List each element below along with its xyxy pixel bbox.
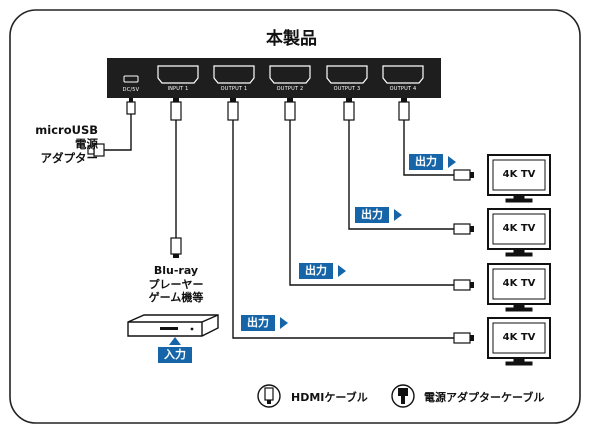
tv-3 xyxy=(487,263,551,312)
output4-plug-top xyxy=(398,101,410,121)
hdmi-port-output3 xyxy=(326,65,368,84)
tv-label-3: 4K TV xyxy=(502,278,536,289)
tv-label-4: 4K TV xyxy=(502,332,536,343)
tv-sets xyxy=(487,154,551,366)
tv-label-2: 4K TV xyxy=(502,223,536,234)
hdmi-port-output2 xyxy=(269,65,311,84)
source-device-label: Blu-ray プレーヤー ゲーム機等 xyxy=(126,264,226,305)
output1-cable xyxy=(232,120,462,339)
output2-plug-top xyxy=(284,101,296,121)
tv-1 xyxy=(487,154,551,203)
input-arrow-icon xyxy=(169,337,181,345)
plug-connectors-top xyxy=(126,101,410,121)
output-badge-4: 出力 xyxy=(409,154,443,170)
bluray-player xyxy=(127,314,219,337)
port-label-input1: INPUT 1 xyxy=(167,86,189,92)
input-plug-bottom xyxy=(170,237,182,258)
output-arrow-2-icon xyxy=(338,265,346,277)
output-badge-2: 出力 xyxy=(299,263,333,279)
output2-cable xyxy=(289,120,462,286)
output-arrow-3-icon xyxy=(394,209,402,221)
source-label-line1: Blu-ray xyxy=(153,264,199,277)
frame-border xyxy=(9,9,581,424)
output-badge-3: 出力 xyxy=(355,207,389,223)
tv-4 xyxy=(487,317,551,366)
splitter-device xyxy=(107,58,441,98)
hdmi-port-input1 xyxy=(157,65,199,84)
output3-cable xyxy=(348,120,462,230)
output4-cable xyxy=(403,120,462,176)
port-label-output2: OUTPUT 2 xyxy=(276,86,304,92)
output3-plug-top xyxy=(343,101,355,121)
port-label-output4: OUTPUT 4 xyxy=(389,86,417,92)
output-plugs-right xyxy=(453,169,471,344)
power-label-line3: アダプター xyxy=(40,151,99,165)
player-body xyxy=(127,314,219,337)
hdmi-port-output4 xyxy=(382,65,424,84)
dc-port xyxy=(123,75,139,83)
plug-tips-top xyxy=(129,98,407,102)
hdmi-port-output1 xyxy=(213,65,255,84)
source-label-line3: ゲーム機等 xyxy=(148,291,204,304)
power-label-line1: microUSB xyxy=(35,123,98,137)
output-plug-tips xyxy=(470,172,474,341)
cables xyxy=(104,112,462,339)
power-plug-top xyxy=(126,101,136,115)
output-badge-1: 出力 xyxy=(241,315,275,331)
legend-power-label: 電源アダプターケーブル xyxy=(424,391,545,404)
power-cable xyxy=(104,112,132,151)
input-plug-top xyxy=(170,101,182,121)
legend-hdmi-label: HDMIケーブル xyxy=(291,391,368,404)
hdmi-ports xyxy=(157,65,424,84)
tv-2 xyxy=(487,208,551,257)
port-label-dc: DC/5V xyxy=(122,87,140,93)
port-label-output1: OUTPUT 1 xyxy=(220,86,248,92)
output1-plug-top xyxy=(227,101,239,121)
port-label-output3: OUTPUT 3 xyxy=(333,86,361,92)
output-arrow-4-icon xyxy=(448,156,456,168)
output-arrow-1-icon xyxy=(280,317,288,329)
source-label-line2: プレーヤー xyxy=(148,277,204,291)
tv-label-1: 4K TV xyxy=(502,169,536,180)
power-label-line2: 電源 xyxy=(75,137,98,151)
page-title: 本製品 xyxy=(266,29,317,49)
power-plug-left xyxy=(87,143,105,157)
input-badge: 入力 xyxy=(158,347,192,363)
legend-icons xyxy=(257,384,415,408)
power-adapter-label: microUSB 電源 アダプター xyxy=(26,123,98,165)
